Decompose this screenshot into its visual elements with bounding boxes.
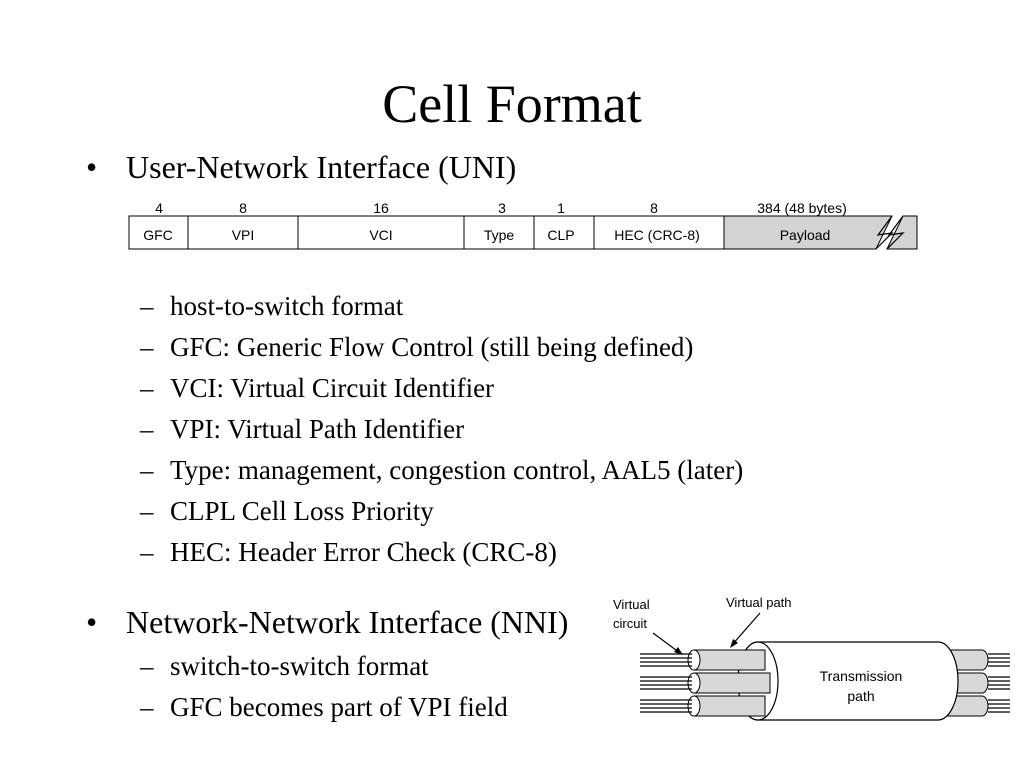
bullet-dot: • bbox=[86, 604, 98, 640]
uni-point-text: HEC: Header Error Check (CRC-8) bbox=[170, 537, 557, 567]
transmission-path-label-2: path bbox=[847, 688, 874, 704]
uni-point: –GFC: Generic Flow Control (still being … bbox=[140, 332, 694, 362]
payload-break-zigzag-2 bbox=[886, 215, 905, 250]
uni-point: –VCI: Virtual Circuit Identifier bbox=[140, 373, 495, 403]
nni-point: –GFC becomes part of VPI field bbox=[140, 692, 508, 722]
field-vpi: VPI bbox=[232, 227, 255, 243]
transmission-path-label: Transmission bbox=[820, 668, 903, 684]
payload-break-zigzag-1 bbox=[875, 215, 894, 250]
bits-vpi: 8 bbox=[239, 200, 247, 216]
virtual-circuit-label-2: circuit bbox=[613, 616, 647, 631]
field-box-vpi bbox=[187, 215, 299, 250]
bits-clp: 1 bbox=[557, 200, 565, 216]
virtual-circuit-pointer bbox=[652, 632, 681, 654]
uni-point: –VPI: Virtual Path Identifier bbox=[140, 414, 465, 444]
bits-gfc: 4 bbox=[155, 200, 163, 216]
uni-point: –host-to-switch format bbox=[140, 291, 404, 321]
field-box-gfc bbox=[128, 215, 189, 250]
bullet-dot: • bbox=[86, 149, 98, 185]
bullet-nni: • Network-Network Interface (NNI) bbox=[86, 603, 568, 641]
field-box-type bbox=[463, 215, 535, 250]
bits-vci: 16 bbox=[373, 200, 389, 216]
uni-point-text: CLPL Cell Loss Priority bbox=[170, 496, 434, 526]
left-wires bbox=[640, 653, 692, 713]
nni-point: –switch-to-switch format bbox=[140, 651, 429, 681]
bits-type: 3 bbox=[498, 200, 506, 216]
slide-title: Cell Format bbox=[382, 74, 642, 134]
field-box-hec bbox=[593, 215, 725, 250]
field-hec: HEC (CRC-8) bbox=[614, 227, 700, 243]
nni-point-text: switch-to-switch format bbox=[170, 651, 429, 681]
uni-point-text: VPI: Virtual Path Identifier bbox=[170, 414, 465, 444]
field-gfc: GFC bbox=[143, 227, 173, 243]
uni-heading: User-Network Interface (UNI) bbox=[126, 149, 517, 185]
field-clp: CLP bbox=[547, 227, 574, 243]
bits-payload: 384 (48 bytes) bbox=[757, 200, 847, 216]
field-box-clp bbox=[533, 215, 595, 250]
bullet-uni: • User-Network Interface (UNI) bbox=[86, 148, 516, 186]
uni-point: –CLPL Cell Loss Priority bbox=[140, 496, 434, 526]
virtual-path-pointer bbox=[731, 612, 761, 646]
transmission-path-diagram: Virtual circuit Virtual path Transmissio… bbox=[600, 592, 1010, 762]
bits-hec: 8 bbox=[650, 200, 658, 216]
uni-point-text: Type: management, congestion control, AA… bbox=[170, 455, 744, 485]
left-tubes bbox=[687, 649, 771, 717]
right-wires bbox=[988, 653, 1010, 713]
virtual-circuit-label: Virtual bbox=[613, 597, 650, 612]
field-payload: Payload bbox=[780, 227, 831, 243]
field-box-vci bbox=[297, 215, 465, 250]
field-type: Type bbox=[484, 227, 515, 243]
payload-break-tail bbox=[886, 215, 918, 250]
uni-point-text: GFC: Generic Flow Control (still being d… bbox=[170, 332, 694, 362]
nni-heading: Network-Network Interface (NNI) bbox=[126, 604, 569, 640]
uni-point-text: host-to-switch format bbox=[170, 291, 404, 321]
field-vci: VCI bbox=[369, 227, 392, 243]
payload-field-shape bbox=[723, 215, 893, 250]
uni-point-text: VCI: Virtual Circuit Identifier bbox=[170, 373, 495, 403]
virtual-circuit-arrowhead bbox=[674, 647, 683, 655]
virtual-path-arrowhead bbox=[730, 639, 738, 648]
uni-point: –HEC: Header Error Check (CRC-8) bbox=[140, 537, 557, 567]
uni-point: –Type: management, congestion control, A… bbox=[140, 455, 744, 485]
virtual-path-label: Virtual path bbox=[726, 595, 792, 610]
nni-point-text: GFC becomes part of VPI field bbox=[170, 692, 508, 722]
